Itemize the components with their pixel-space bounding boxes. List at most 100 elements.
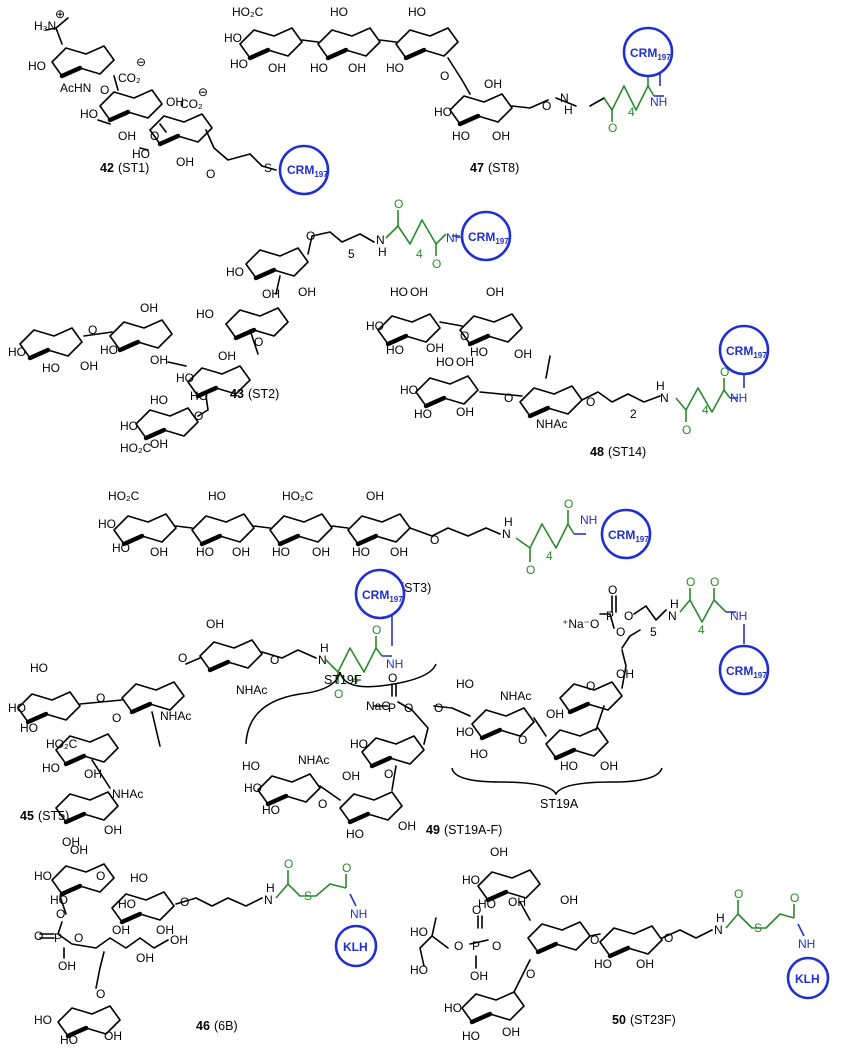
o-label: O — [586, 395, 595, 409]
oh-label: OH — [490, 845, 508, 859]
chain-4: 4 — [702, 403, 709, 417]
o-label: O — [454, 939, 463, 953]
carrier-crm197: CRM197 — [622, 26, 674, 78]
oh-label: OH — [492, 129, 510, 143]
chain-5: 5 — [348, 247, 355, 261]
chain-2: 2 — [630, 407, 637, 421]
n-label: N — [318, 653, 327, 667]
o-label: O — [96, 987, 105, 1001]
nh-label: NH — [730, 391, 747, 405]
o-label: O — [734, 887, 743, 901]
carrier-klh: KLH — [786, 956, 830, 1000]
serotype-label: (ST14) — [608, 445, 646, 459]
o-label: O — [56, 907, 65, 921]
carrier-crm197: CRM197 — [718, 324, 770, 376]
compound-46: OH HO HO O O HO HO OH O O P O OH OH OH O… — [34, 843, 378, 1047]
ho-label: HO — [310, 61, 328, 75]
chain-4: 4 — [628, 105, 635, 119]
oh-label: OH — [390, 545, 408, 559]
carrier-klh: KLH — [334, 924, 378, 968]
oh-label: OH — [410, 285, 428, 299]
oh-label: OH — [58, 959, 76, 973]
o-label: O — [686, 575, 695, 589]
klh-label: KLH — [795, 972, 820, 986]
co2-label: CO₂ — [118, 71, 141, 85]
o-label: O — [616, 625, 625, 639]
oh-label: OH — [616, 667, 634, 681]
h-label: H — [504, 515, 513, 529]
o-label: O — [88, 323, 97, 337]
o-label: O — [284, 857, 293, 871]
oh-label: OH — [456, 355, 474, 369]
o-label: O — [306, 229, 315, 243]
s-label: S — [754, 921, 762, 935]
compound-number: 47 — [470, 161, 484, 175]
ho2c-label: HO₂C — [282, 489, 314, 503]
oh-label: OH — [80, 359, 98, 373]
nhac-label: NHAc — [298, 753, 329, 767]
s-label: S — [264, 161, 272, 175]
oh-label: OH — [560, 893, 578, 907]
n-label: N — [264, 893, 273, 907]
oh-label: OH — [508, 895, 526, 909]
oh-label: OH — [150, 545, 168, 559]
ho-label: HO — [414, 407, 432, 421]
compound-44: HO₂C HO HO OH HO HO OH HO₂C HO OH OH HO … — [98, 489, 652, 595]
ho-label: HO — [20, 721, 38, 735]
n-label: N — [660, 391, 669, 405]
ho-label: HO — [190, 389, 208, 403]
nh-label: NH — [446, 231, 463, 245]
compound-number: 46 — [196, 1019, 210, 1033]
ho-label: HO — [594, 957, 612, 971]
serotype-label: (ST23F) — [630, 1013, 676, 1027]
compound-50: OH HO HO OH OH HO HO O P O O OH O HO OH … — [410, 845, 830, 1043]
o-label: O — [432, 257, 441, 271]
ho-label: HO — [150, 393, 168, 407]
oh-label: HO — [456, 677, 474, 691]
carrier-crm197: CRM197 — [600, 508, 652, 560]
p-label: P — [606, 609, 614, 623]
oh-label: HO — [408, 5, 426, 19]
o-label: O — [100, 83, 109, 97]
oh-label: OH — [70, 843, 88, 857]
chain-4: 4 — [352, 673, 359, 687]
klh-label: KLH — [343, 940, 368, 954]
o-label: O — [682, 423, 691, 437]
o-label: O — [586, 679, 595, 693]
oh-label: OH — [84, 767, 102, 781]
n-label: N — [376, 233, 385, 247]
o-label: O — [608, 583, 617, 597]
oh-label: OH — [502, 1025, 520, 1039]
ho-label: HO — [34, 869, 52, 883]
nh-label: NH — [650, 95, 667, 109]
oh-label: HO — [30, 661, 48, 675]
compound-number: 43 — [230, 387, 244, 401]
ho-label: HO — [410, 925, 428, 939]
ho-label: HO — [470, 747, 488, 761]
nhac-label: NHAc — [500, 689, 531, 703]
ho-label: HO — [176, 371, 194, 385]
o-label: O — [34, 929, 43, 943]
o-label: O — [404, 701, 413, 715]
ho-label: HO — [400, 383, 418, 397]
oh-label: OH — [514, 347, 532, 361]
serotype-label: (ST1) — [118, 161, 149, 175]
oh-label: OH — [112, 923, 130, 937]
nh-label: NH — [580, 513, 597, 527]
o-label: O — [394, 197, 403, 211]
chain-4: 4 — [698, 623, 705, 637]
oh-label: OH — [150, 437, 168, 451]
ho-label: HO — [50, 893, 68, 907]
nh-label: NH — [386, 657, 403, 671]
ho-label: HO — [350, 737, 368, 751]
o-label: O — [590, 933, 599, 947]
oh-label: OH — [348, 61, 366, 75]
na-plus-o-label: ⁺Na⁻O — [562, 617, 599, 631]
o-label: O — [790, 891, 799, 905]
o-label: O — [504, 391, 513, 405]
oh-label: OH — [206, 617, 224, 631]
oh-label: HO — [130, 871, 148, 885]
o-label: O — [608, 121, 617, 135]
chain-4: 4 — [546, 549, 553, 563]
serotype-label: (ST8) — [488, 161, 519, 175]
